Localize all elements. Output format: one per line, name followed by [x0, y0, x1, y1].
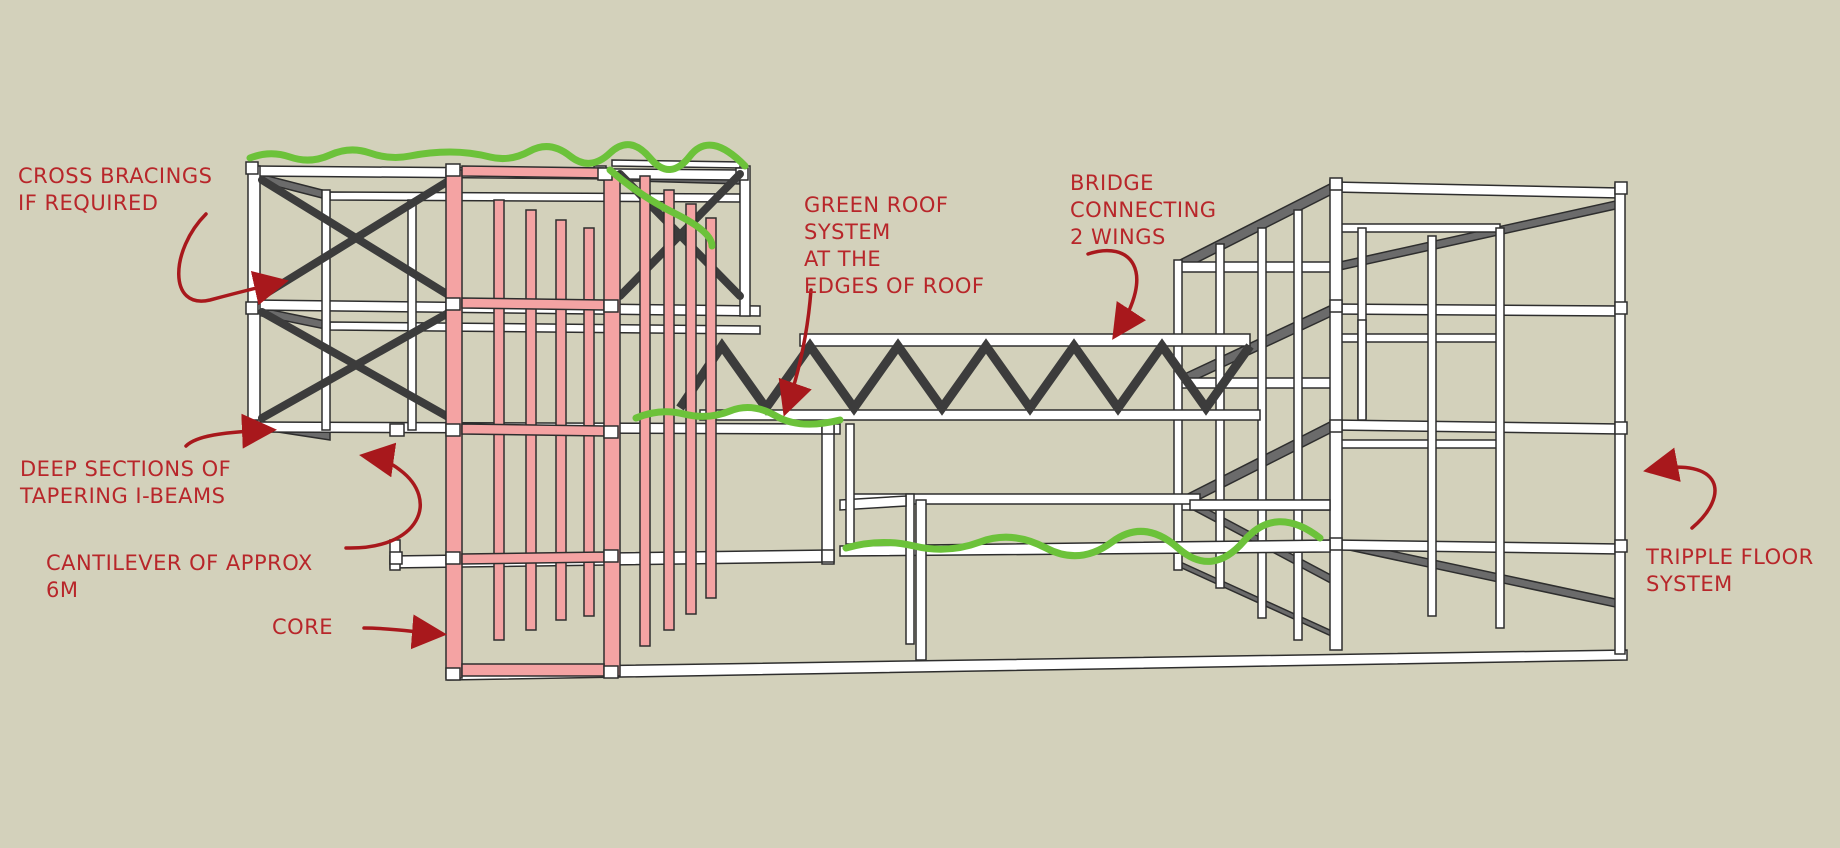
- cross-bracing-label: CROSS BRACINGS IF REQUIRED: [18, 163, 212, 217]
- deep-sections-arrow: [184, 413, 277, 449]
- triple-floor-label: TRIPPLE FLOOR SYSTEM: [1646, 544, 1814, 598]
- bridge-line-1: BRIDGE: [1070, 171, 1154, 195]
- cantilever-arrow: [344, 442, 422, 550]
- lower-platform: [839, 493, 1331, 661]
- cantilever-label: CANTILEVER OF APPROX 6M: [46, 550, 313, 604]
- bridge-line-2: CONNECTING: [1070, 198, 1217, 222]
- left-wing-frame: [245, 159, 855, 571]
- annotation-arrows: [177, 212, 1717, 650]
- bridge-truss: [676, 333, 1261, 421]
- bridge-arrow: [1086, 248, 1146, 340]
- cantilever-line-2: 6M: [46, 578, 79, 602]
- core-label: CORE: [272, 614, 333, 641]
- green-roof-line-3: AT THE: [804, 247, 882, 271]
- green-roof-strokes: [246, 141, 1324, 565]
- green-roof-line-1: GREEN ROOF: [804, 193, 949, 217]
- triple-floor-arrow: [1643, 447, 1717, 530]
- bridge-line-3: 2 WINGS: [1070, 225, 1166, 249]
- base-slab: [447, 649, 1628, 681]
- triple-floor-line-2: SYSTEM: [1646, 572, 1733, 596]
- deep-sections-line-2: TAPERING I-BEAMS: [20, 484, 226, 508]
- cross-bracing-line-1: CROSS BRACINGS: [18, 164, 213, 188]
- green-roof-label: GREEN ROOF SYSTEM AT THE EDGES OF ROOF: [804, 192, 985, 300]
- cross-bracing-line-2: IF REQUIRED: [18, 191, 159, 215]
- green-roof-line-4: EDGES OF ROOF: [804, 274, 985, 298]
- core-line-1: CORE: [272, 615, 334, 639]
- deep-sections-label: DEEP SECTIONS OF TAPERING I-BEAMS: [20, 456, 231, 510]
- green-roof-arrow: [778, 288, 813, 417]
- bridge-label: BRIDGE CONNECTING 2 WINGS: [1070, 170, 1217, 251]
- cross-bracing-arrow: [177, 212, 289, 306]
- deep-sections-line-1: DEEP SECTIONS OF: [20, 457, 232, 481]
- triple-floor-line-1: TRIPPLE FLOOR: [1646, 545, 1814, 569]
- green-roof-line-2: SYSTEM: [804, 220, 891, 244]
- core-arrow: [362, 614, 447, 650]
- cantilever-line-1: CANTILEVER OF APPROX: [46, 551, 313, 575]
